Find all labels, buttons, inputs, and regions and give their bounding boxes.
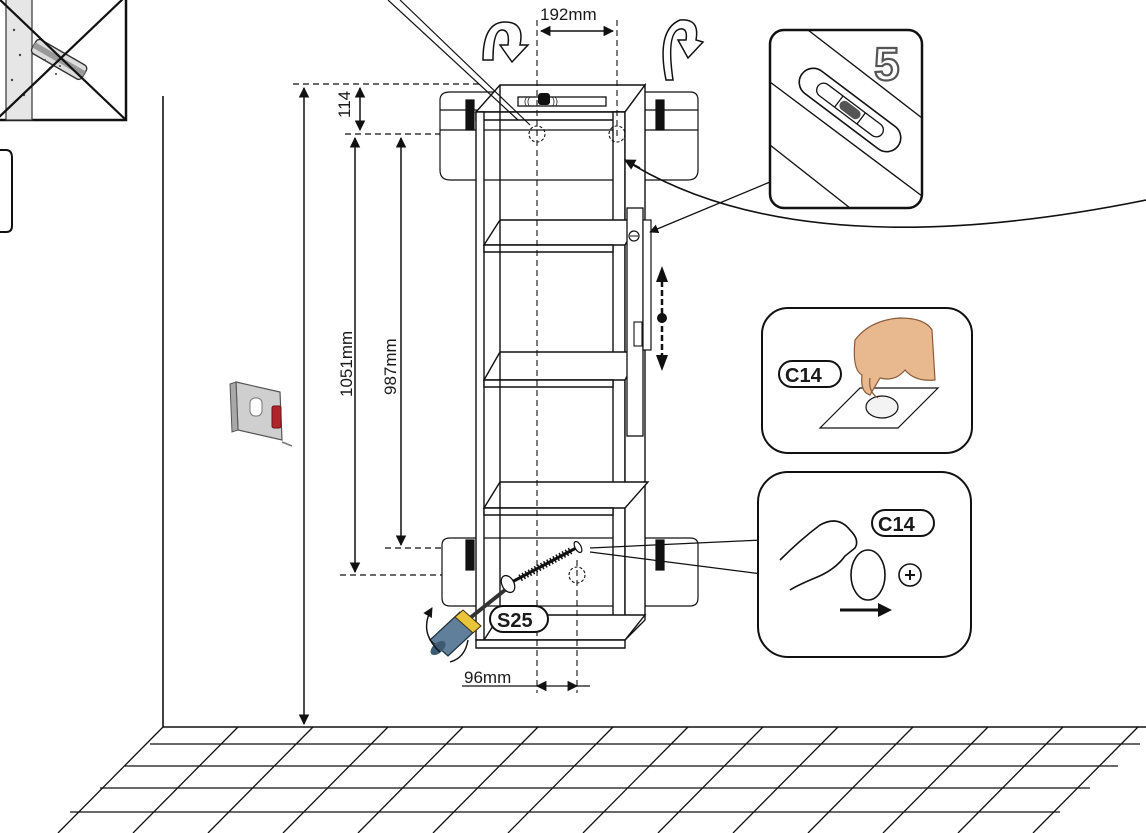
hole-height-987-dimension: 987mm bbox=[381, 136, 407, 547]
top-offset-dimension: 114 bbox=[335, 86, 366, 132]
screw-s25 bbox=[500, 540, 583, 594]
step-number: 5 bbox=[874, 38, 900, 90]
hand-icon bbox=[853, 317, 936, 399]
top-offset-label: 114 bbox=[335, 91, 354, 118]
svg-text:((: (( bbox=[524, 96, 530, 106]
rotate-arrow-icon-left bbox=[482, 21, 530, 64]
screw-code-label: S25 bbox=[497, 610, 533, 632]
svg-text:)): )) bbox=[552, 96, 558, 106]
bottom-hole-spacing-dimension: 96mm bbox=[462, 668, 590, 692]
screwdriver-icon bbox=[423, 588, 507, 663]
shelf-width-label: 192mm bbox=[540, 5, 597, 24]
level-leader-line bbox=[649, 181, 771, 234]
cap-code-bottom-label: C14 bbox=[878, 514, 916, 536]
spirit-level-icon: (( )) bbox=[517, 93, 607, 107]
screw-code-badge: S25 bbox=[489, 605, 549, 633]
bottom-hole-spacing-label: 96mm bbox=[464, 668, 511, 687]
floor-tiles bbox=[57, 726, 1140, 833]
screw-cap-icon bbox=[850, 549, 886, 601]
tape-measure-icon bbox=[229, 381, 293, 447]
rotate-arrow-icon-right bbox=[662, 19, 705, 81]
hole-height-1051-dimension: 1051mm bbox=[337, 136, 361, 574]
shelf-width-dimension: 192mm bbox=[539, 5, 615, 37]
cap-peel-callout: C14 bbox=[761, 307, 973, 454]
level-detail-callout: 5 bbox=[768, 28, 924, 210]
hole-height-label: 987mm bbox=[381, 338, 400, 395]
total-height-label: 1051mm bbox=[337, 331, 356, 397]
cap-code-top-label: C14 bbox=[785, 365, 823, 387]
cap-place-callout: C14 bbox=[757, 471, 972, 658]
detail-curve-line bbox=[624, 159, 1146, 228]
up-down-arrow bbox=[656, 266, 668, 371]
no-wall-plug-icon bbox=[0, 0, 128, 122]
spirit-level-vertical bbox=[626, 207, 652, 437]
previous-panel-edge bbox=[0, 149, 13, 233]
